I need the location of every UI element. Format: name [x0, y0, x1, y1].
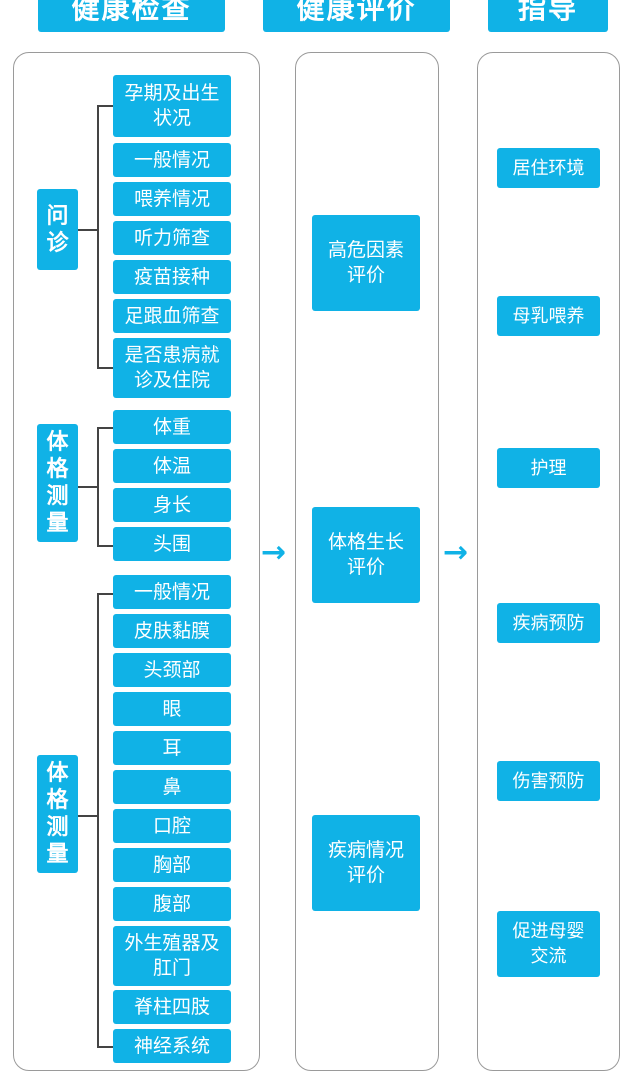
measure-item: 体温 — [113, 449, 231, 483]
connector-line — [78, 486, 98, 488]
arrow-right-icon: → — [261, 535, 287, 570]
physical-item: 外生殖器及肛门 — [113, 926, 231, 986]
header-guide: 指导 — [488, 0, 608, 32]
guidance-item: 促进母婴交流 — [497, 911, 600, 977]
inquiry-item: 听力筛查 — [113, 221, 231, 255]
inquiry-item: 疫苗接种 — [113, 260, 231, 294]
physical-item: 一般情况 — [113, 575, 231, 609]
physical-item: 神经系统 — [113, 1029, 231, 1063]
connector-line — [97, 545, 113, 547]
inquiry-item: 孕期及出生状况 — [113, 75, 231, 137]
measure-item: 身长 — [113, 488, 231, 522]
group-label-physical: 体格测量 — [37, 755, 78, 873]
header-eval: 健康评价 — [263, 0, 450, 32]
measure-item: 体重 — [113, 410, 231, 444]
inquiry-item: 喂养情况 — [113, 182, 231, 216]
evaluation-item: 体格生长评价 — [312, 507, 420, 603]
physical-item: 口腔 — [113, 809, 231, 843]
physical-item: 头颈部 — [113, 653, 231, 687]
guidance-item: 护理 — [497, 448, 600, 488]
connector-line — [78, 815, 98, 817]
connector-line — [97, 105, 99, 368]
guidance-item: 居住环境 — [497, 148, 600, 188]
header-exam: 健康检查 — [38, 0, 225, 32]
guidance-item: 疾病预防 — [497, 603, 600, 643]
inquiry-item: 足跟血筛查 — [113, 299, 231, 333]
connector-line — [97, 427, 99, 546]
physical-item: 胸部 — [113, 848, 231, 882]
connector-line — [97, 105, 113, 107]
physical-item: 脊柱四肢 — [113, 990, 231, 1024]
physical-item: 鼻 — [113, 770, 231, 804]
group-label-inquiry: 问诊 — [37, 189, 78, 270]
guidance-item: 母乳喂养 — [497, 296, 600, 336]
physical-item: 皮肤黏膜 — [113, 614, 231, 648]
measure-item: 头围 — [113, 527, 231, 561]
physical-item: 耳 — [113, 731, 231, 765]
connector-line — [97, 593, 113, 595]
connector-line — [97, 593, 99, 1047]
physical-item: 腹部 — [113, 887, 231, 921]
evaluation-item: 高危因素评价 — [312, 215, 420, 311]
connector-line — [97, 1046, 113, 1048]
arrow-right-icon: → — [443, 535, 469, 570]
connector-line — [97, 367, 113, 369]
connector-line — [97, 427, 113, 429]
connector-line — [78, 229, 98, 231]
group-label-measure: 体格测量 — [37, 424, 78, 542]
guidance-item: 伤害预防 — [497, 761, 600, 801]
evaluation-item: 疾病情况评价 — [312, 815, 420, 911]
inquiry-item: 是否患病就诊及住院 — [113, 338, 231, 398]
physical-item: 眼 — [113, 692, 231, 726]
inquiry-item: 一般情况 — [113, 143, 231, 177]
